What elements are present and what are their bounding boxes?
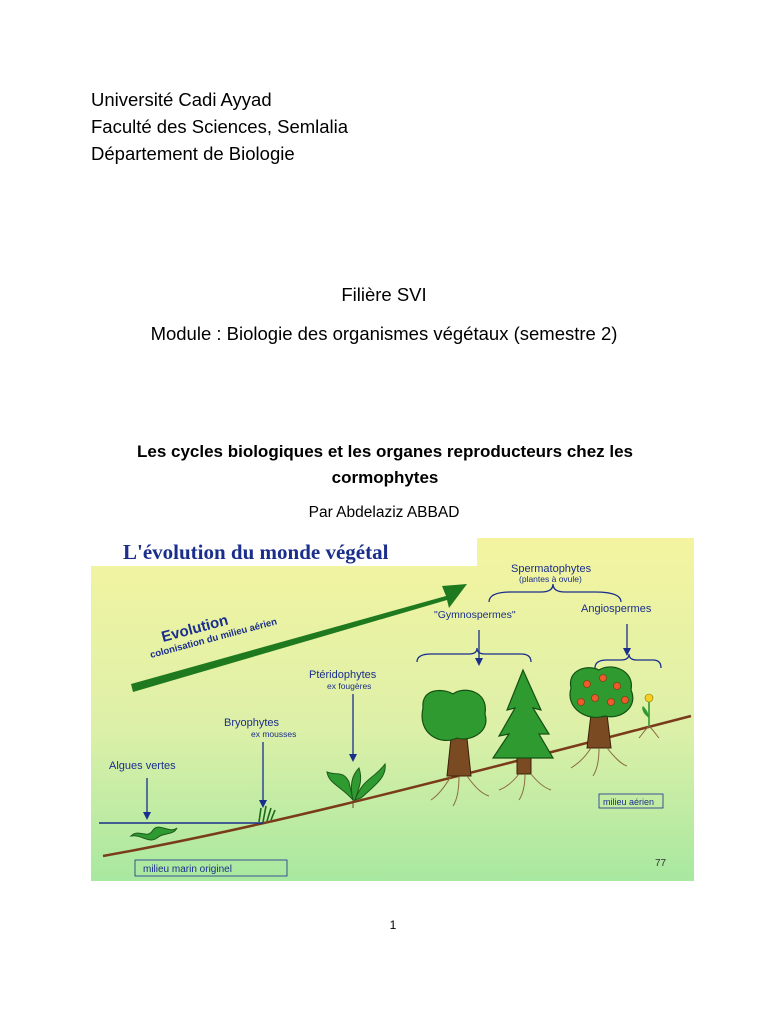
evolution-figure: L'évolution du monde végétal Evolution c… [91, 538, 694, 881]
faculty-name: Faculté des Sciences, Semlalia [91, 116, 349, 137]
page-number: 1 [389, 918, 397, 932]
algues-label: Algues vertes [109, 760, 176, 772]
institution-block: Université Cadi Ayyad Faculté des Scienc… [91, 86, 348, 167]
spermatophytes-label: Spermatophytes [511, 563, 592, 575]
milieu-marin-label: milieu marin originel [143, 864, 232, 875]
algae-drawing [129, 826, 178, 841]
pteridophytes-label: Ptéridophytes [309, 669, 377, 681]
gymnospermes-label: "Gymnospermes" [434, 609, 516, 621]
spermatophytes-sub: (plantes à ovule) [519, 574, 582, 584]
university-name: Université Cadi Ayyad [91, 89, 272, 110]
gymnosperm-tree-broad [421, 689, 490, 807]
figure-heading: L'évolution du monde végétal [123, 540, 389, 564]
angiospermes-label: Angiospermes [581, 603, 652, 615]
bryophytes-sub: ex mousses [251, 729, 296, 739]
angiosperm-tree [569, 666, 634, 777]
flower-drawing [638, 693, 660, 739]
filiere: Filière SVI [341, 284, 427, 305]
bryophytes-label: Bryophytes [224, 717, 280, 729]
milieu-marin-box [134, 859, 288, 877]
spermatophytes-brace [488, 583, 622, 603]
department-name: Département de Biologie [91, 143, 295, 164]
document-title: Les cycles biologiques et les organes re… [136, 442, 633, 487]
module-title: Module : Biologie des organismes végétau… [150, 323, 618, 344]
gymnosperm-tree-conifer [491, 668, 555, 801]
evolution-arrow [131, 584, 467, 692]
author-line: Par Abdelaziz ABBAD [308, 504, 460, 521]
moss-drawing [258, 805, 276, 823]
slide-number: 77 [655, 858, 667, 869]
pteridophytes-sub: ex fougères [327, 681, 371, 691]
fern-drawing [326, 762, 386, 808]
milieu-aerien-box [598, 793, 664, 809]
milieu-aerien-label: milieu aérien [603, 797, 654, 807]
figure-heading-box [91, 538, 477, 566]
